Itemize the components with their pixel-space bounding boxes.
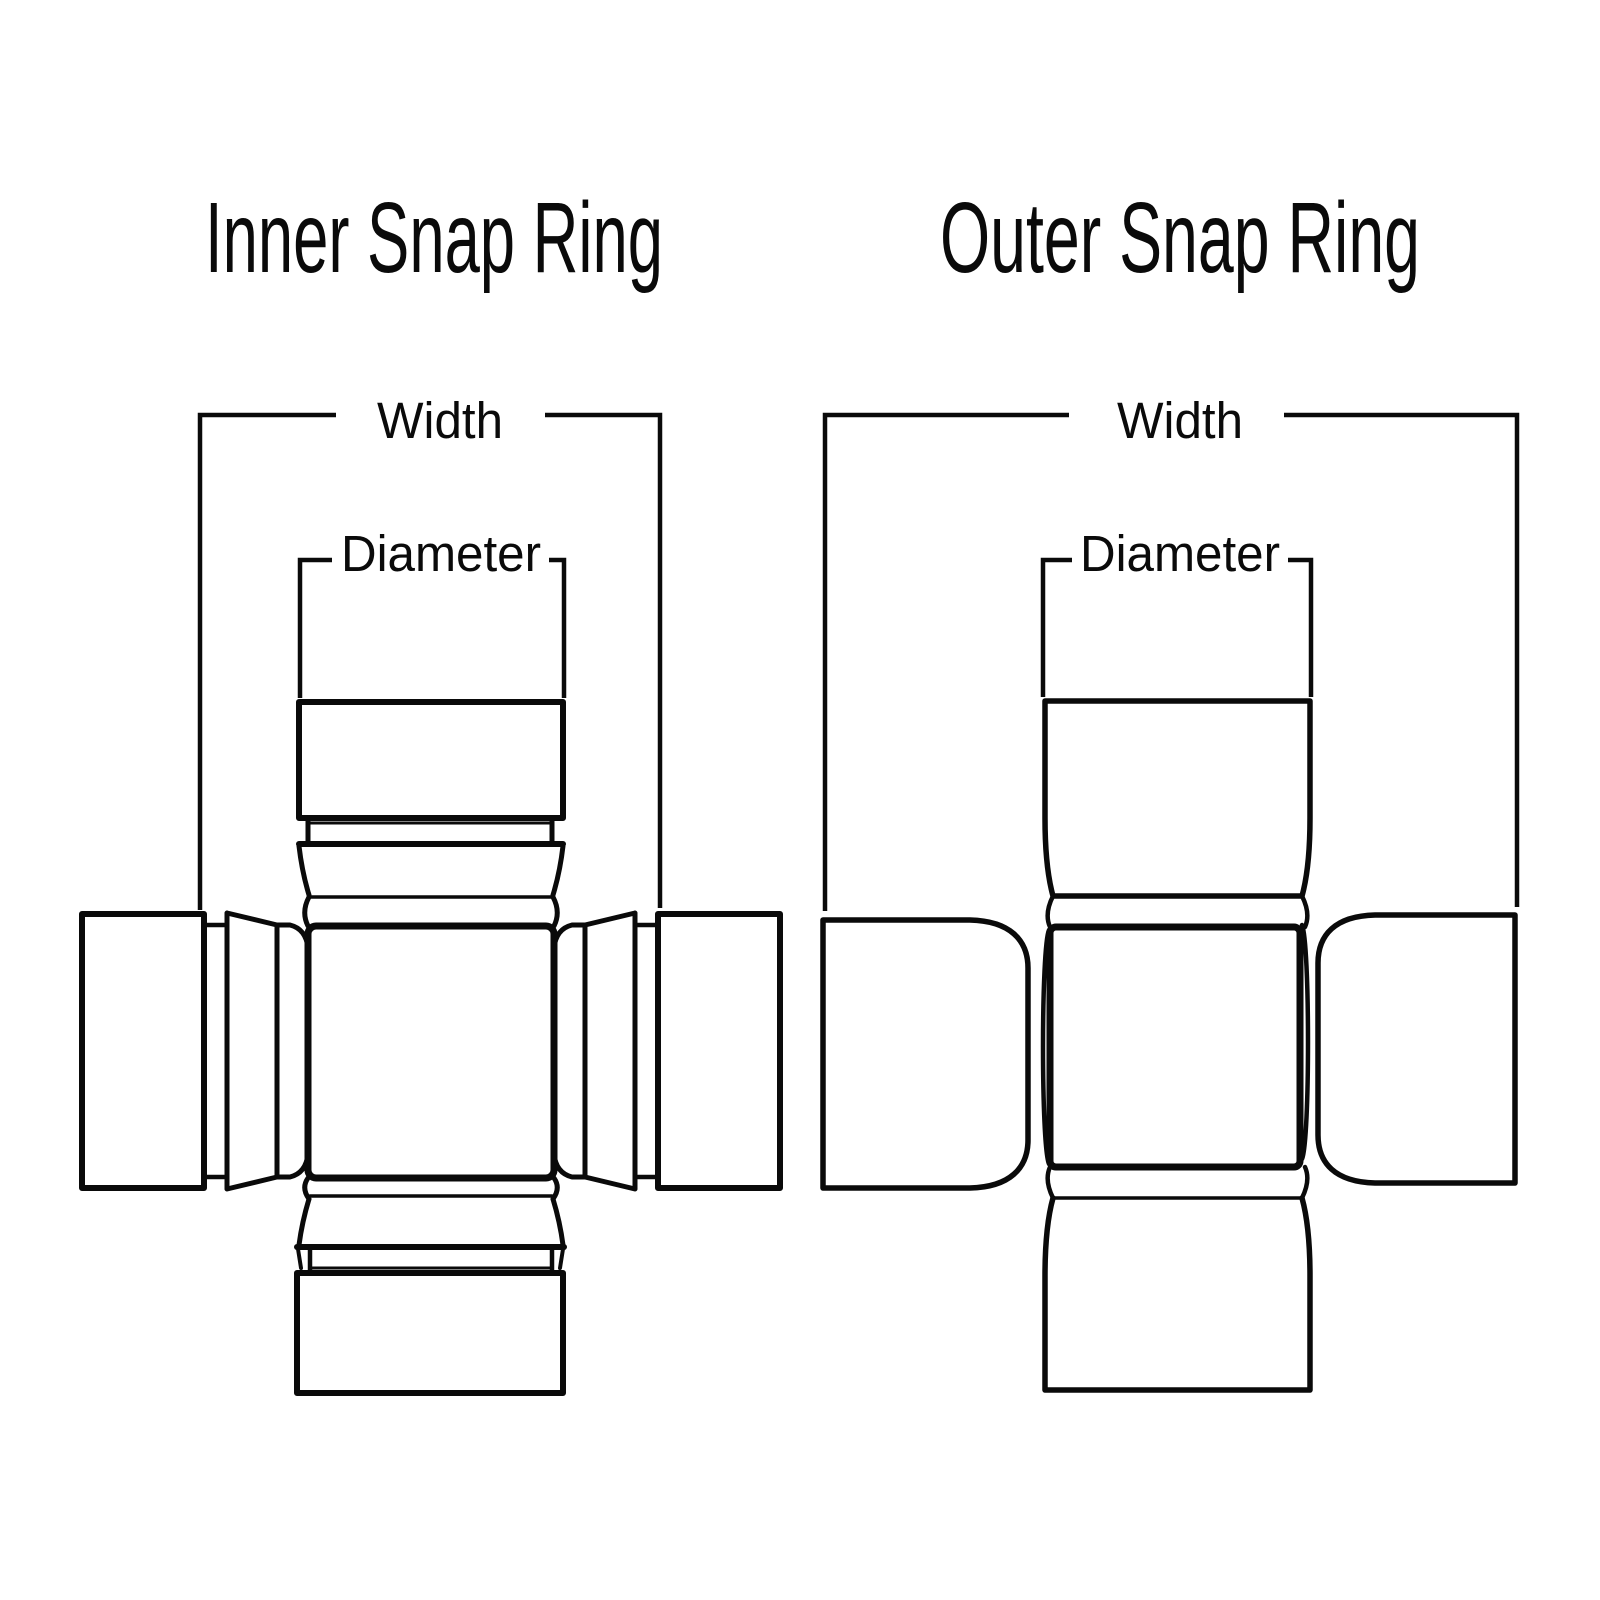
diameter-dimension-bracket [297,557,567,698]
width-dimension-label: Width [1117,392,1243,449]
u-joint-cross-outline [820,698,1518,1393]
bearing-cap-left [79,910,311,1192]
bearing-cap-right [551,910,783,1192]
bearing-cap-top [296,699,566,929]
bearing-cap-left [820,917,1052,1191]
width-dimension-bracket [822,412,1520,911]
outer-snap-ring-diagram: Outer Snap Ring Width Diameter [820,182,1520,1393]
cross-center-body [304,922,558,1182]
width-dimension-label: Width [377,392,503,449]
bearing-cap-bottom [1042,1164,1313,1393]
cross-center-body [1046,923,1304,1171]
bearing-cap-right [1299,912,1518,1186]
bearing-cap-top [1042,698,1313,930]
diameter-dimension-label: Diameter [341,525,541,582]
diameter-dimension-label: Diameter [1080,525,1280,582]
inner-snap-ring-diagram: Inner Snap Ring Width Diameter [79,182,783,1396]
diagram-title: Outer Snap Ring [940,182,1420,294]
diameter-dimension-bracket [1040,557,1314,697]
diagram-title: Inner Snap Ring [205,182,663,294]
width-dimension-bracket [197,412,663,910]
u-joint-cross-outline [79,699,783,1396]
bearing-cap-bottom [294,1175,567,1396]
